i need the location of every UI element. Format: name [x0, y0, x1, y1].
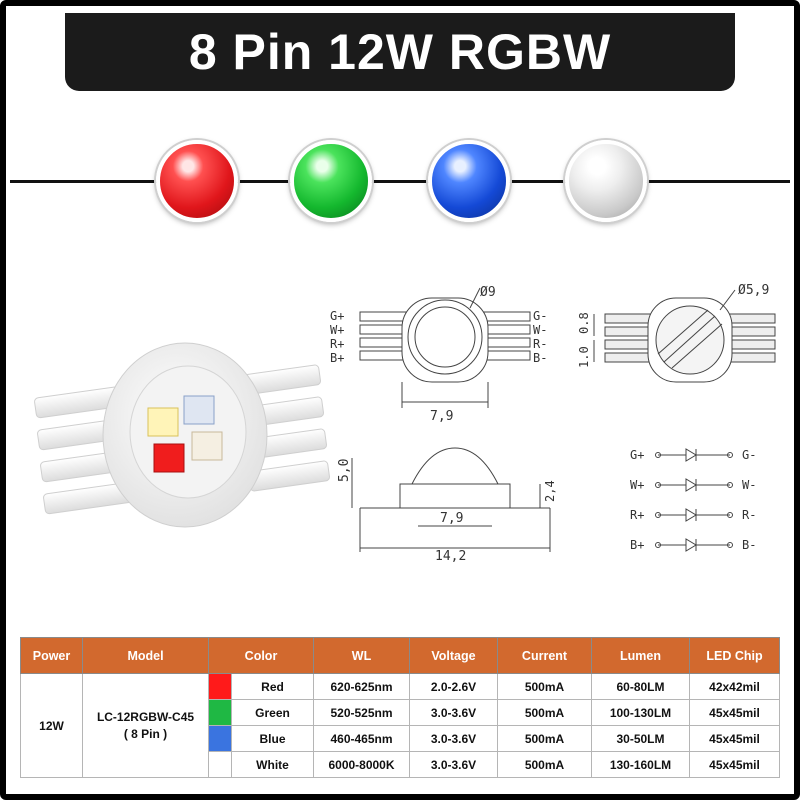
top-label-g-plus: G+	[330, 309, 344, 323]
header-power: Power	[20, 637, 83, 674]
led-product-image	[34, 342, 330, 528]
schematic-b-minus: B-	[742, 538, 756, 552]
red-swatch	[209, 674, 231, 699]
red-chip	[153, 443, 185, 473]
blue-chip	[183, 395, 215, 425]
blue-swatch	[209, 726, 231, 751]
blue-swatch-cell	[208, 725, 232, 752]
white-swatch-cell	[208, 751, 232, 778]
chip-cell: 42x42mil	[689, 673, 780, 700]
voltage-cell: 3.0-3.6V	[409, 725, 498, 752]
red-led-glow-icon	[156, 140, 238, 222]
schematic-r-minus: R-	[742, 508, 756, 522]
top-view-drawing: G+ W+ R+ B+ G- W- R- B- Ø9 7,9	[330, 285, 547, 424]
power-cell: 12W	[20, 673, 83, 778]
table-header-row: Power Model Color WL Voltage Current Lum…	[20, 637, 780, 674]
header-color: Color	[208, 637, 314, 674]
current-cell: 500mA	[497, 699, 592, 726]
title-banner: 8 Pin 12W RGBW	[65, 13, 735, 91]
header-led-chip: LED Chip	[689, 637, 780, 674]
header-voltage: Voltage	[409, 637, 498, 674]
wl-cell: 460-465nm	[313, 725, 410, 752]
green-swatch	[209, 700, 231, 725]
model-cell: LC-12RGBW-C45 ( 8 Pin )	[82, 673, 209, 778]
bottom-view-drawing: 0.8 1.0 Ø5,9	[577, 283, 776, 383]
side-view-drawing: 5,0 2,4 7,9 14,2	[337, 447, 557, 564]
side-body-label: 7,9	[440, 511, 463, 526]
schematic-w-plus: W+	[630, 478, 644, 492]
white-led-glow-icon	[565, 140, 647, 222]
current-cell: 500mA	[497, 725, 592, 752]
table-row: Green 520-525nm 3.0-3.6V 500mA 100-130LM…	[21, 699, 780, 726]
color-cell: Green	[231, 699, 314, 726]
voltage-cell: 3.0-3.6V	[409, 751, 498, 778]
header-lumen: Lumen	[591, 637, 690, 674]
model-pin-count: ( 8 Pin )	[123, 727, 168, 741]
color-cell: White	[231, 751, 314, 778]
top-diameter-label: Ø9	[480, 285, 496, 300]
table-row: Blue 460-465nm 3.0-3.6V 500mA 30-50LM 45…	[21, 725, 780, 752]
current-cell: 500mA	[497, 673, 592, 700]
green-led-glow-icon	[290, 140, 372, 222]
green-swatch-cell	[208, 699, 232, 726]
voltage-cell: 3.0-3.6V	[409, 699, 498, 726]
schematic-g-minus: G-	[742, 448, 756, 462]
white-swatch	[209, 752, 231, 777]
wl-cell: 520-525nm	[313, 699, 410, 726]
page-title: 8 Pin 12W RGBW	[188, 24, 612, 80]
led-chips	[147, 395, 223, 473]
model-name: LC-12RGBW-C45	[96, 710, 195, 724]
table-row: 12W LC-12RGBW-C45 ( 8 Pin ) Red 620-625n…	[20, 673, 780, 778]
current-cell: 500mA	[497, 751, 592, 778]
chip-cell: 45x45mil	[689, 751, 780, 778]
chip-cell: 45x45mil	[689, 699, 780, 726]
technical-drawings: G+ W+ R+ B+ G- W- R- B- Ø9 7,9 0.8 1.0 Ø…	[330, 283, 776, 564]
table-row: White 6000-8000K 3.0-3.6V 500mA 130-160L…	[21, 751, 780, 778]
wl-cell: 620-625nm	[313, 673, 410, 700]
white-chip	[147, 407, 179, 437]
header-current: Current	[497, 637, 592, 674]
top-label-b-plus: B+	[330, 351, 344, 365]
schematic-b-plus: B+	[630, 538, 644, 552]
top-width-label: 7,9	[430, 409, 453, 424]
green-chip	[191, 431, 223, 461]
color-cell: Red	[231, 673, 314, 700]
wiring-schematic: G+ W+ R+ B+ G- W- R- B-	[630, 448, 756, 552]
led-lens-ring	[129, 365, 247, 499]
color-divider-line	[10, 180, 790, 183]
lumen-cell: 130-160LM	[591, 751, 690, 778]
color-cell: Blue	[231, 725, 314, 752]
schematic-r-plus: R+	[630, 508, 644, 522]
lumen-cell: 60-80LM	[591, 673, 690, 700]
chip-cell: 45x45mil	[689, 725, 780, 752]
top-label-b-minus: B-	[533, 351, 547, 365]
bottom-dim-b-label: 1.0	[577, 346, 591, 368]
side-total-label: 14,2	[435, 549, 466, 564]
header-model: Model	[82, 637, 209, 674]
side-base-label: 2,4	[543, 480, 557, 502]
spec-table: Power Model Color WL Voltage Current Lum…	[20, 637, 780, 778]
schematic-w-minus: W-	[742, 478, 756, 492]
lumen-cell: 30-50LM	[591, 725, 690, 752]
top-label-r-plus: R+	[330, 337, 344, 351]
side-height-label: 5,0	[337, 459, 352, 482]
top-label-r-minus: R-	[533, 337, 547, 351]
schematic-g-plus: G+	[630, 448, 644, 462]
bottom-dim-a-label: 0.8	[577, 312, 591, 334]
blue-led-glow-icon	[428, 140, 510, 222]
red-swatch-cell	[208, 673, 232, 700]
header-wl: WL	[313, 637, 410, 674]
top-label-w-minus: W-	[533, 323, 547, 337]
bottom-diameter-label: Ø5,9	[738, 283, 769, 298]
voltage-cell: 2.0-2.6V	[409, 673, 498, 700]
lumen-cell: 100-130LM	[591, 699, 690, 726]
wl-cell: 6000-8000K	[313, 751, 410, 778]
top-label-w-plus: W+	[330, 323, 344, 337]
top-label-g-minus: G-	[533, 309, 547, 323]
